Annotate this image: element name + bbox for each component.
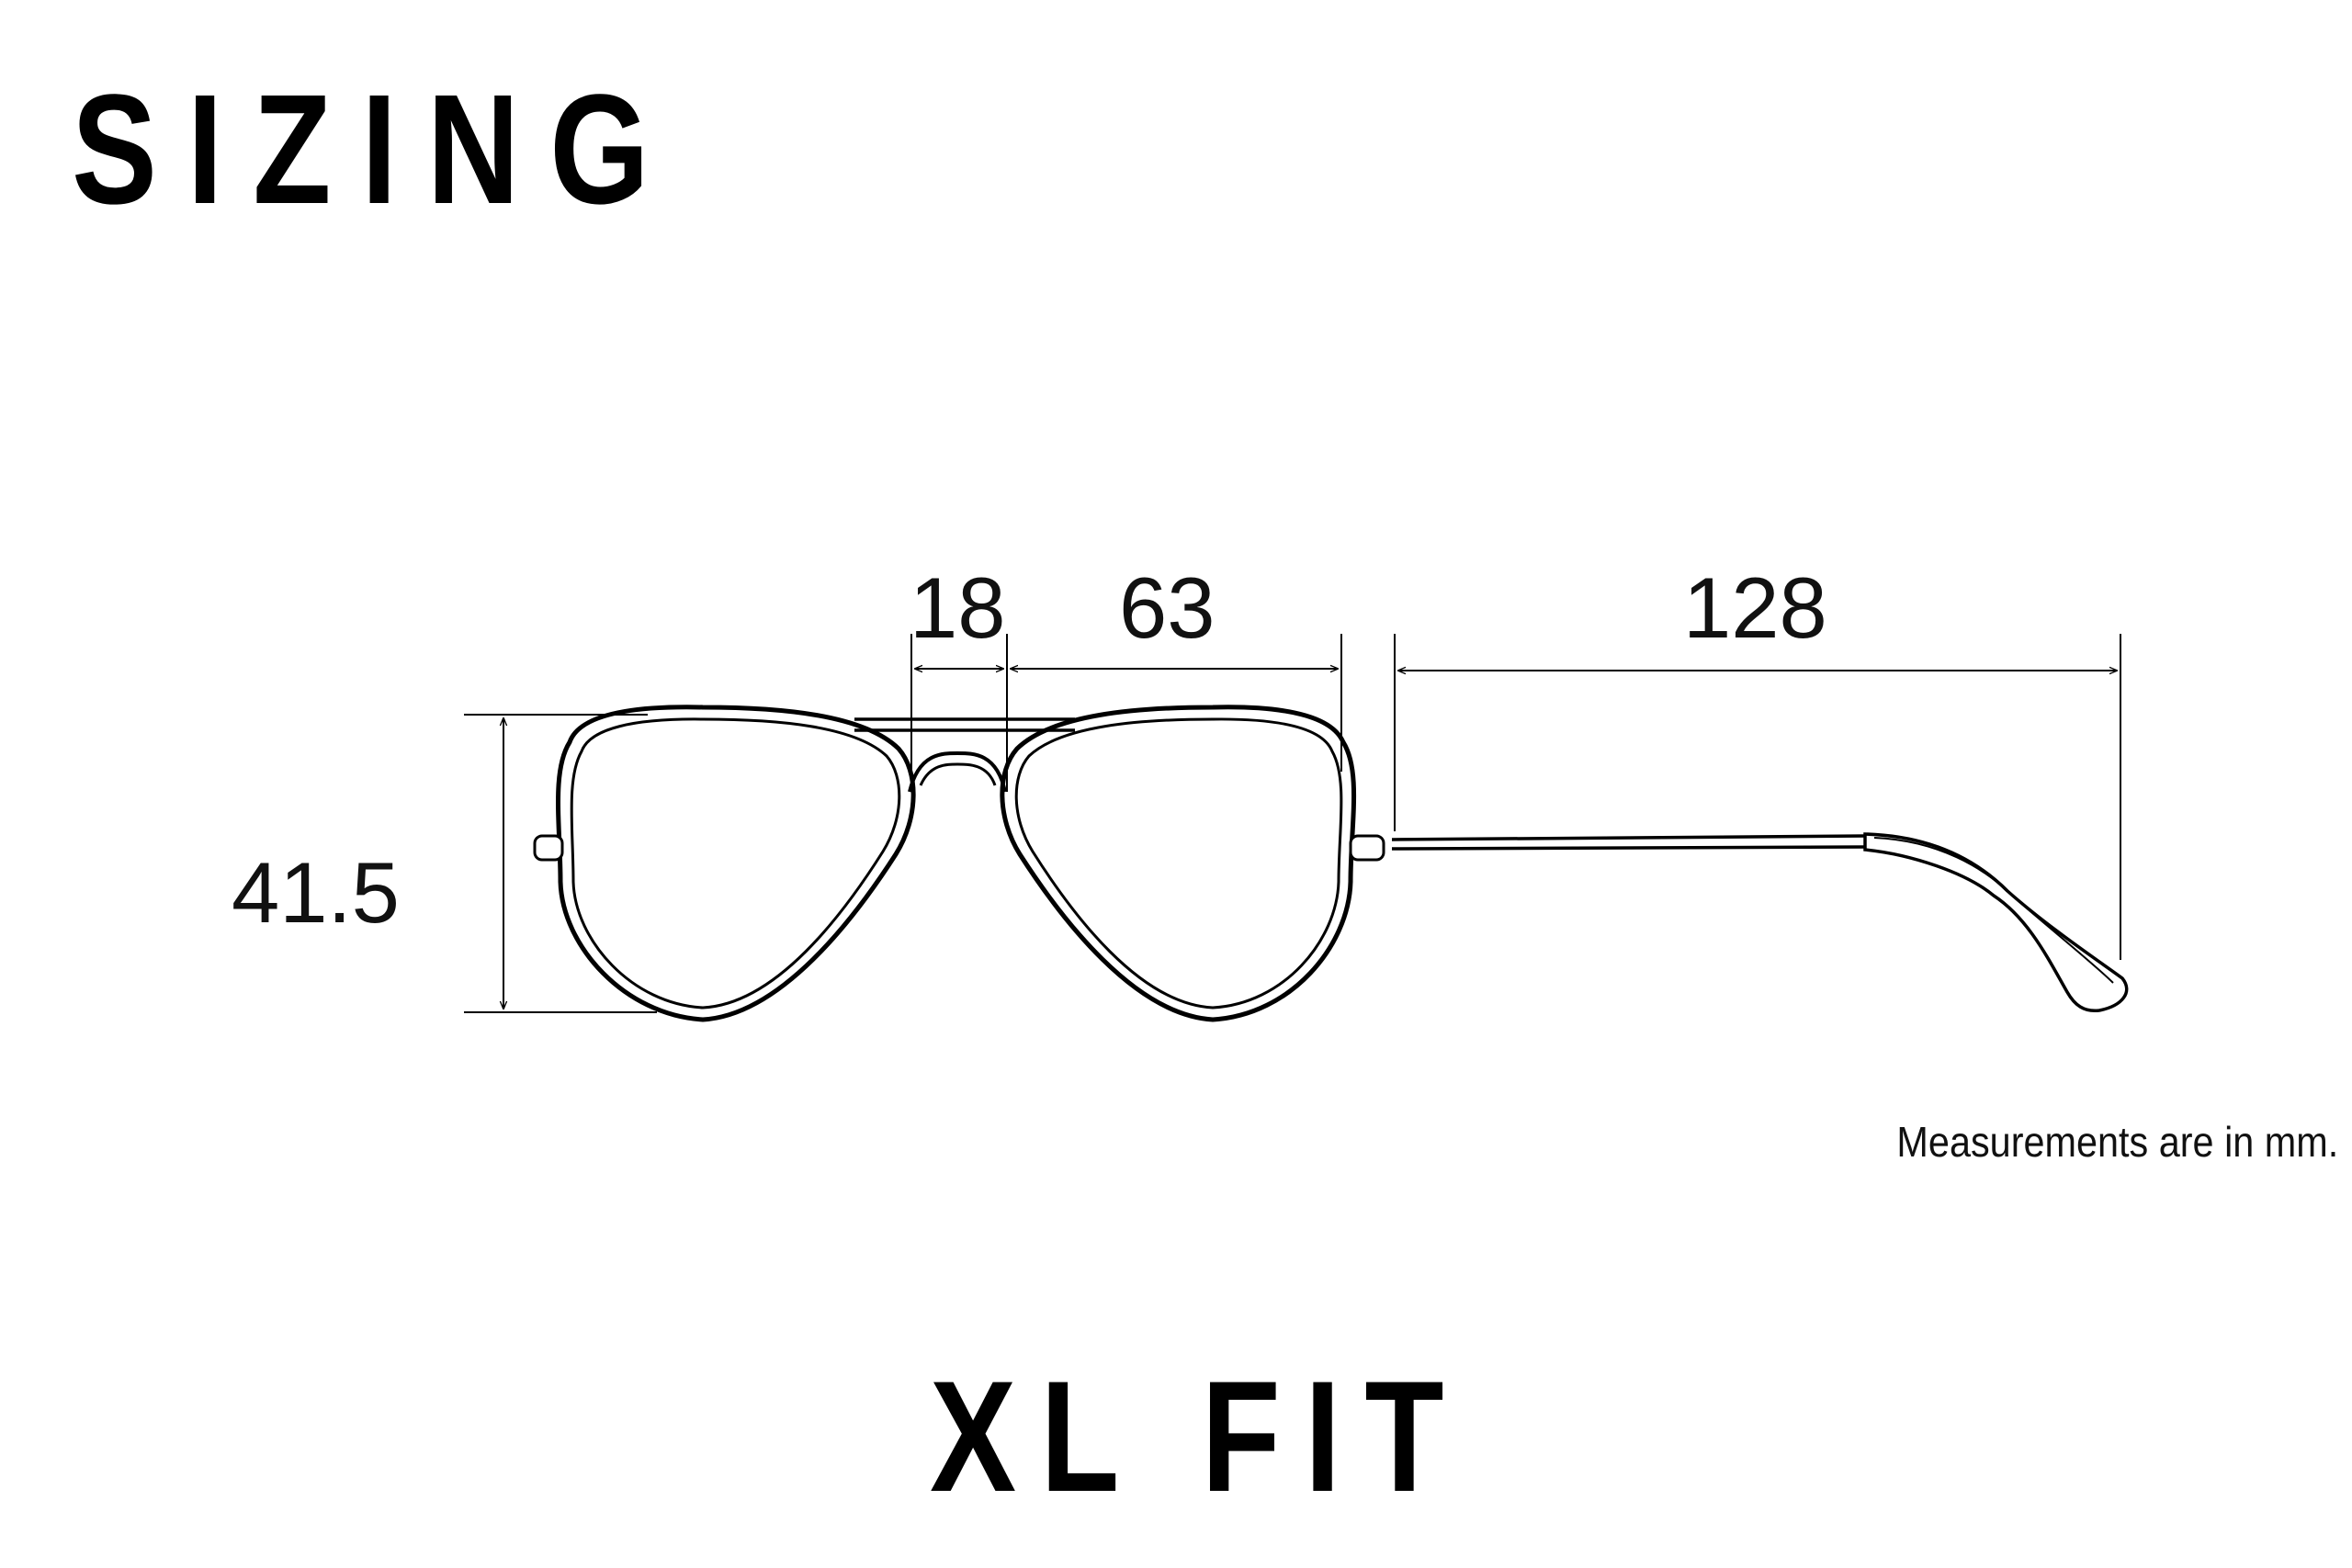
nose-bridge	[908, 750, 1007, 793]
bridge-width-label: 18	[910, 559, 1006, 656]
units-note: Measurements are in mm.	[1896, 1118, 2338, 1166]
hinges	[533, 834, 1385, 862]
temple-arm	[1391, 832, 2129, 1013]
lens-height-label: 41.5	[232, 844, 400, 941]
left-lens	[556, 705, 916, 1022]
fit-label: XL FIT	[930, 1348, 1468, 1525]
top-bar	[854, 717, 1075, 732]
right-lens	[1000, 705, 1357, 1022]
page-title: SIZING	[72, 62, 680, 237]
temple-length-label: 128	[1683, 559, 1827, 656]
dimension-lines	[464, 634, 2121, 1013]
lens-width-label: 63	[1119, 559, 1216, 656]
